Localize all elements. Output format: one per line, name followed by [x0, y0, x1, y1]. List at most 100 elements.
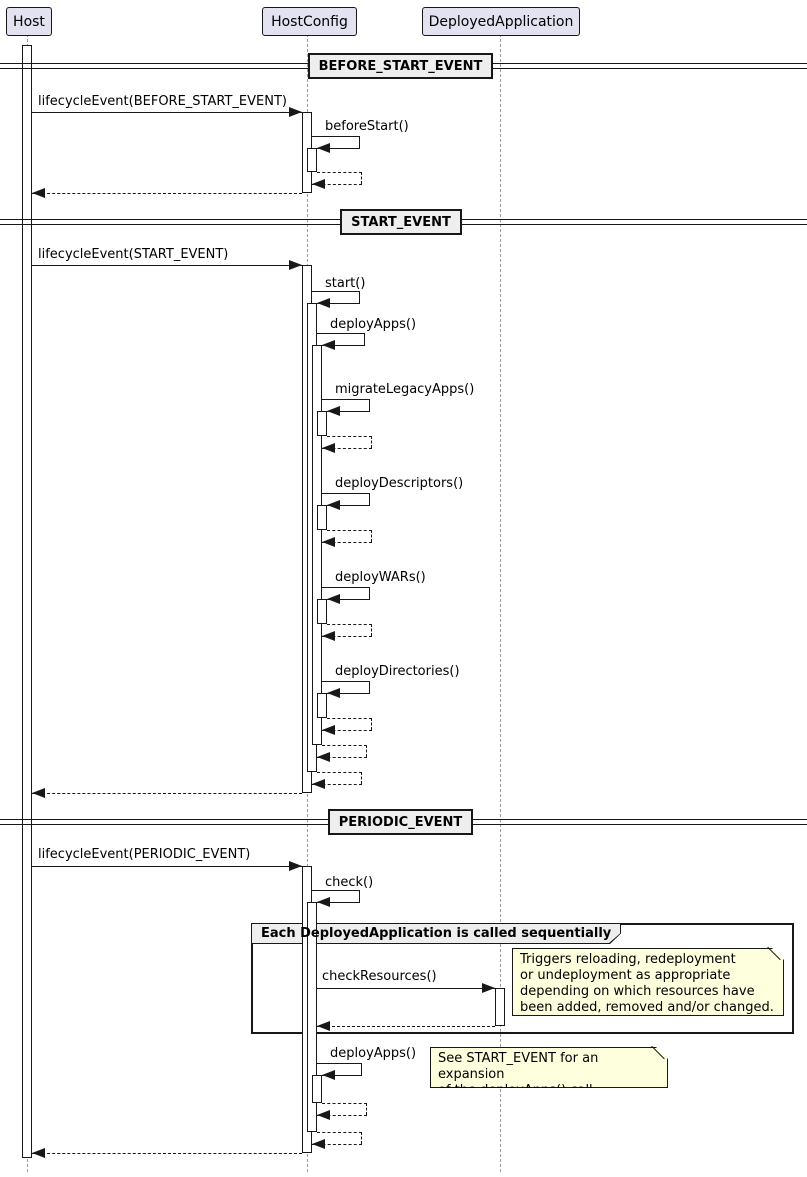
arrowhead-icon	[322, 631, 335, 641]
selfreturn-line	[322, 745, 367, 757]
selfreturn-line	[312, 784, 362, 785]
divider-start-event: START_EVENT	[340, 209, 462, 235]
activation-deployedapplication	[495, 988, 505, 1026]
return-line	[32, 193, 302, 194]
arrowhead-icon	[317, 298, 330, 308]
selfcall-return-line	[327, 599, 370, 600]
arrowhead-icon	[322, 537, 335, 547]
selfreturn-line	[322, 542, 372, 543]
message-label: lifecycleEvent(BEFORE_START_EVENT)	[38, 94, 287, 109]
message-line	[32, 265, 302, 266]
message-line	[32, 112, 302, 113]
activation-deployapps-periodic	[312, 1075, 322, 1103]
arrowhead-icon	[312, 1139, 325, 1149]
arrowhead-icon	[32, 188, 45, 198]
activation-beforestart	[307, 148, 317, 172]
selfreturn-line	[312, 184, 362, 185]
selfreturn-line	[317, 757, 367, 758]
participant-hostconfig: HostConfig	[262, 7, 357, 36]
selfcall-return-line	[317, 303, 360, 304]
arrowhead-icon	[317, 1021, 330, 1031]
arrowhead-icon	[289, 260, 302, 270]
arrowhead-icon	[289, 107, 302, 117]
message-line	[32, 866, 302, 867]
participant-deployedapplication: DeployedApplication	[422, 7, 580, 36]
message-label: checkResources()	[322, 969, 437, 984]
selfcall-return-line	[317, 902, 360, 903]
selfreturn-line	[327, 530, 372, 542]
message-label: migrateLegacyApps()	[335, 382, 475, 397]
group-frame-header	[252, 924, 620, 943]
selfcall-return-line	[317, 148, 360, 149]
message-label: deployDescriptors()	[335, 476, 464, 491]
message-line	[317, 988, 495, 989]
selfreturn-line	[317, 172, 362, 184]
arrowhead-icon	[317, 143, 330, 153]
message-label: deployApps()	[330, 317, 417, 332]
selfcall-return-line	[327, 693, 370, 694]
selfreturn-line	[327, 624, 372, 636]
activation-migratelegacyapps	[317, 411, 327, 436]
selfreturn-line	[322, 636, 372, 637]
activation-deploydescriptors	[317, 505, 327, 530]
activation-check	[307, 902, 317, 1132]
arrowhead-icon	[317, 752, 330, 762]
selfcall-return-line	[322, 345, 365, 346]
message-label: start()	[325, 276, 366, 291]
message-label: lifecycleEvent(START_EVENT)	[38, 247, 229, 262]
arrowhead-icon	[32, 788, 45, 798]
selfcall-line	[322, 493, 370, 505]
arrowhead-icon	[327, 406, 340, 416]
activation-deployapps	[312, 345, 322, 745]
message-label: deployDirectories()	[335, 664, 460, 679]
selfreturn-line	[317, 1132, 362, 1144]
selfreturn-line	[327, 718, 372, 730]
message-label: beforeStart()	[325, 119, 409, 134]
selfcall-return-line	[327, 411, 370, 412]
activation-deploydirectories	[317, 693, 327, 718]
activation-host	[22, 45, 32, 1158]
arrowhead-icon	[289, 861, 302, 871]
arrowhead-icon	[322, 725, 335, 735]
selfreturn-line	[322, 448, 372, 449]
divider-before-start-event: BEFORE_START_EVENT	[308, 53, 493, 79]
selfreturn-line	[317, 1115, 367, 1116]
message-label: deployWARs()	[335, 570, 426, 585]
selfcall-line	[312, 291, 360, 303]
arrowhead-icon	[317, 1110, 330, 1120]
selfreturn-line	[312, 1144, 362, 1145]
divider-periodic-event: PERIODIC_EVENT	[328, 809, 473, 835]
arrowhead-icon	[322, 1070, 335, 1080]
selfcall-line	[322, 587, 370, 599]
selfcall-line	[317, 1063, 362, 1075]
selfcall-line	[317, 333, 365, 345]
arrowhead-icon	[327, 500, 340, 510]
arrowhead-icon	[322, 340, 335, 350]
selfcall-line	[312, 136, 360, 148]
arrowhead-icon	[327, 594, 340, 604]
arrowhead-icon	[32, 1148, 45, 1158]
activation-deploywars	[317, 599, 327, 624]
selfcall-line	[322, 681, 370, 693]
selfcall-line	[312, 890, 360, 902]
selfreturn-line	[322, 730, 372, 731]
note-deploy-apps: See START_EVENT for an expansion of the …	[430, 1047, 668, 1088]
selfcall-line	[322, 399, 370, 411]
arrowhead-icon	[312, 179, 325, 189]
arrowhead-icon	[482, 983, 495, 993]
return-line	[32, 793, 302, 794]
participant-host: Host	[6, 7, 52, 36]
selfcall-return-line	[322, 1075, 362, 1076]
arrowhead-icon	[327, 688, 340, 698]
arrowhead-icon	[312, 779, 325, 789]
selfreturn-line	[322, 1103, 367, 1115]
message-label: check()	[325, 875, 374, 890]
message-label: deployApps()	[330, 1046, 417, 1061]
group-frame-label: Each DeployedApplication is called seque…	[261, 926, 612, 941]
arrowhead-icon	[317, 897, 330, 907]
selfreturn-line	[327, 436, 372, 448]
selfcall-return-line	[327, 505, 370, 506]
selfreturn-line	[317, 772, 362, 784]
arrowhead-icon	[322, 443, 335, 453]
